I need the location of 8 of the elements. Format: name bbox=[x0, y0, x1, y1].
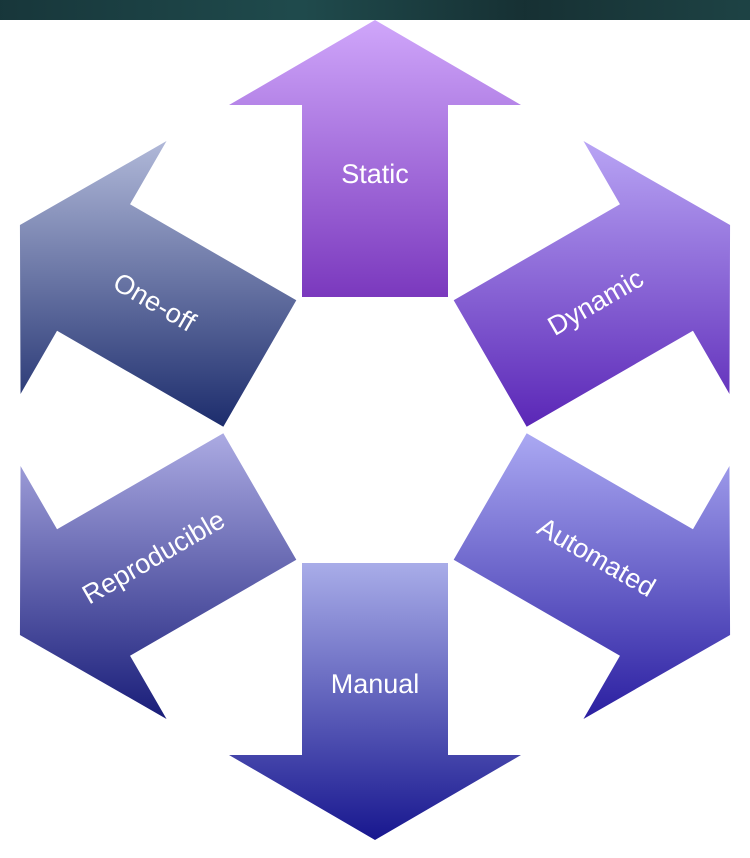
arrow-shape bbox=[453, 141, 731, 427]
arrow-label: Manual bbox=[330, 670, 420, 700]
arrow-shape bbox=[19, 141, 297, 427]
arrow-label: Static bbox=[341, 160, 409, 190]
arrow-shape bbox=[229, 20, 521, 297]
arrow-shape bbox=[453, 433, 731, 719]
arrow-shape bbox=[19, 433, 297, 719]
arrow-shape bbox=[229, 563, 521, 840]
